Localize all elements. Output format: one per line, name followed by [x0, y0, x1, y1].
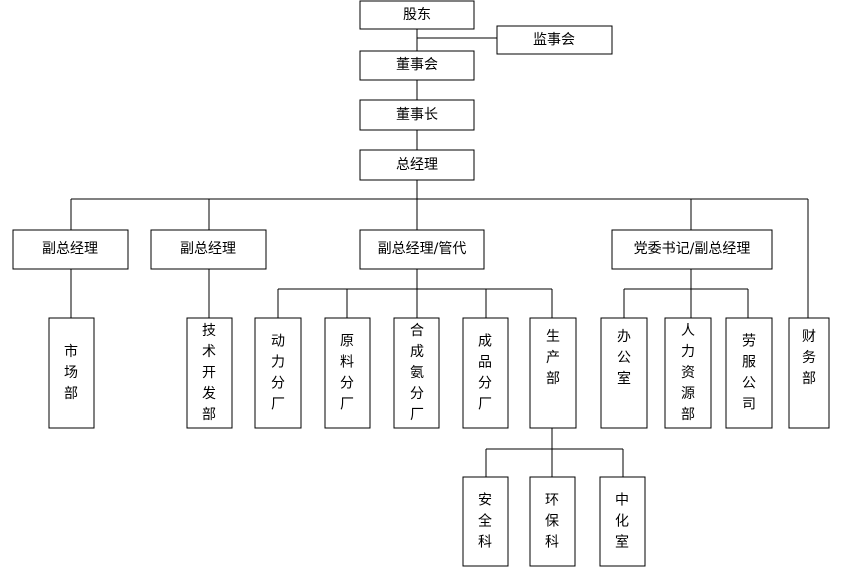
- node-hr-dept: 人力资源部: [664, 317, 712, 429]
- node-raw-material-plant: 原料分厂: [324, 317, 371, 429]
- node-production-dept: 生产部: [529, 317, 577, 429]
- node-office: 办公室: [600, 317, 648, 429]
- node-label: 成品分厂: [478, 334, 492, 413]
- node-label: 党委书记/副总经理: [634, 241, 751, 257]
- node-board-of-directors: 董事会: [359, 50, 475, 81]
- node-label: 环保科: [545, 493, 559, 551]
- node-chairman: 董事长: [359, 99, 475, 131]
- node-deputy-gm-in-charge: 副总经理/管代: [359, 229, 485, 270]
- node-finance-dept: 财务部: [788, 317, 830, 429]
- node-tech-dev-dept: 技术开发部: [186, 317, 233, 429]
- node-general-manager: 总经理: [359, 149, 475, 181]
- node-label: 监事会: [533, 32, 575, 48]
- node-label: 副总经理: [180, 241, 236, 257]
- node-label: 股东: [403, 7, 431, 23]
- node-label: 董事长: [396, 107, 438, 123]
- node-env-protection-section: 环保科: [529, 476, 576, 567]
- node-marketing-dept: 市场部: [48, 317, 95, 429]
- node-label: 原料分厂: [340, 334, 354, 413]
- node-label: 劳服公司: [742, 334, 756, 413]
- node-deputy-gm-1: 副总经理: [12, 229, 129, 270]
- node-label: 财务部: [802, 329, 816, 387]
- node-label: 董事会: [396, 57, 438, 73]
- node-chemical-section: 中化室: [599, 476, 646, 567]
- node-label: 中化室: [615, 493, 629, 551]
- node-label: 动力分厂: [271, 334, 285, 413]
- node-label: 市场部: [64, 343, 78, 402]
- node-finished-product-plant: 成品分厂: [462, 317, 509, 429]
- node-shareholders: 股东: [359, 0, 475, 30]
- node-label: 总经理: [396, 157, 438, 173]
- connector-lines: [70, 29, 809, 477]
- node-label: 技术开发部: [202, 323, 216, 423]
- node-label: 副总经理: [42, 241, 98, 257]
- node-label: 生产部: [546, 329, 560, 387]
- node-label: 副总经理/管代: [378, 241, 467, 257]
- node-label: 办公室: [617, 329, 631, 387]
- node-ammonia-plant: 合成氨分厂: [393, 317, 440, 429]
- node-label: 人力资源部: [681, 323, 695, 423]
- node-party-secretary-deputy-gm: 党委书记/副总经理: [611, 229, 773, 270]
- node-label: 合成氨分厂: [410, 323, 424, 423]
- node-power-plant: 动力分厂: [254, 317, 302, 429]
- node-supervisory-board: 监事会: [496, 25, 613, 55]
- node-safety-section: 安全科: [462, 476, 509, 567]
- node-label: 安全科: [478, 493, 492, 551]
- node-deputy-gm-2: 副总经理: [150, 229, 267, 270]
- node-labor-service-company: 劳服公司: [725, 317, 773, 429]
